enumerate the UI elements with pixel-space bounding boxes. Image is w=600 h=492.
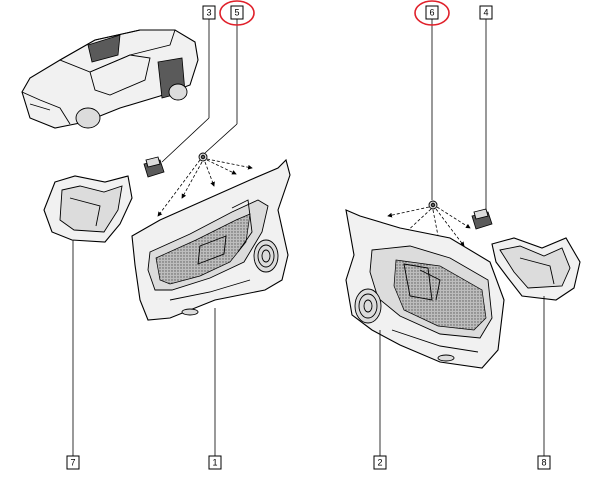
leader-3b <box>161 117 210 163</box>
door-panel-right <box>345 209 505 369</box>
svg-text:3: 3 <box>206 8 211 18</box>
retaining-clip-left <box>198 152 208 162</box>
svg-text:6: 6 <box>429 8 434 18</box>
highlight-circle-6 <box>414 0 450 26</box>
callout-5: 5 <box>230 5 244 20</box>
car-illustration <box>21 29 199 129</box>
armrest-trim-right <box>491 237 581 301</box>
callout-1: 1 <box>208 455 222 470</box>
callout-3: 3 <box>202 5 216 20</box>
svg-text:1: 1 <box>212 458 217 468</box>
callout-4: 4 <box>479 5 493 20</box>
clip-arrows-left <box>157 158 253 217</box>
callout-6: 6 <box>425 5 439 20</box>
svg-text:8: 8 <box>541 458 546 468</box>
svg-text:4: 4 <box>483 8 488 18</box>
door-panel-left <box>131 158 291 321</box>
callout-8: 8 <box>537 455 551 470</box>
svg-text:5: 5 <box>234 8 239 18</box>
leader-5b <box>204 123 238 154</box>
callout-2: 2 <box>373 455 387 470</box>
highlight-circle-5 <box>219 0 255 26</box>
window-switch-right <box>471 208 493 230</box>
armrest-trim-left <box>43 175 133 243</box>
svg-text:2: 2 <box>377 458 382 468</box>
svg-text:7: 7 <box>70 458 75 468</box>
callout-7: 7 <box>66 455 80 470</box>
window-switch-left <box>143 156 165 178</box>
retaining-clip-right <box>428 200 438 210</box>
